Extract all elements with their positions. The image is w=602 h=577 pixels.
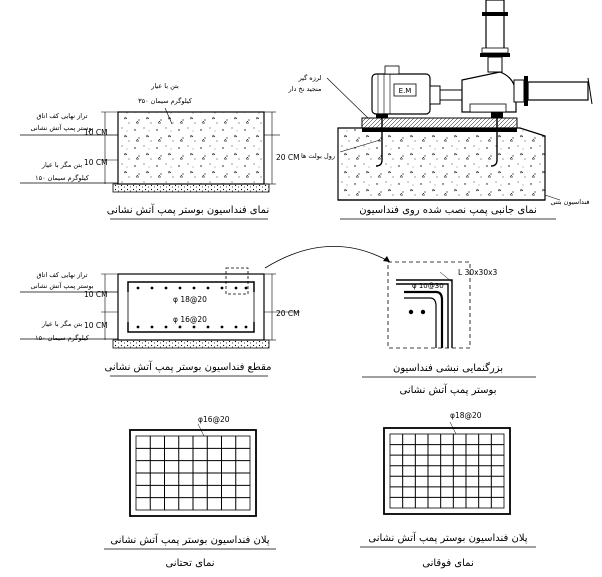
plan-top-view: φ18@20 پلان فنداسیون بوستر پمپ آتش نشانی… bbox=[360, 411, 536, 569]
caption-foundation-elevation: نمای فنداسیون بوستر پمپ آتش نشانی bbox=[107, 203, 270, 216]
motor-label: E.M bbox=[399, 87, 412, 95]
lean-concrete-note-line1: بتن مگر با عیار bbox=[41, 161, 83, 169]
angle-detail-view: L 30x30x3 φ 10@30 بزرگنمایی نبشی فنداسیو… bbox=[362, 261, 536, 396]
coupling bbox=[439, 89, 463, 101]
concrete-foundation bbox=[337, 127, 546, 201]
caption-foundation-section: مقطع فنداسیون بوستر پمپ آتش نشانی bbox=[105, 360, 272, 373]
dimension-bottom: 10 CM bbox=[84, 158, 108, 167]
subcaption-plan-top: نمای فوقانی bbox=[422, 558, 474, 569]
rebar-mesh-bottom bbox=[136, 436, 250, 510]
discharge-pipe bbox=[485, 0, 505, 51]
subcaption-plan-bottom: نمای تحتانی bbox=[165, 558, 214, 569]
base-plate bbox=[361, 117, 518, 129]
vibration-pad bbox=[362, 128, 517, 132]
caption-angle-detail: بزرگنمایی نبشی فنداسیون bbox=[393, 362, 503, 374]
subcaption-angle-detail: بوستر پمپ آتش نشانی bbox=[400, 383, 497, 396]
floor-level-note-line2: بوستر پمپ آتش نشانی bbox=[30, 123, 93, 132]
concrete-foundation-note: فنداسیون بتنی bbox=[550, 198, 589, 206]
concrete-block bbox=[117, 111, 265, 185]
pump-side-view: E.M لرزه گیر منجید نخ دار رول بولت ها فن… bbox=[288, 0, 593, 220]
section-lean-concrete bbox=[112, 339, 270, 349]
dimension-total: 20 CM bbox=[276, 153, 300, 162]
plan-bottom-view: φ16@20 پلان فنداسیون بوستر پمپ آتش نشانی… bbox=[104, 415, 276, 569]
concrete-note-line1: بتن با عیار bbox=[150, 82, 179, 90]
anchor-bolts-note: رول بولت ها bbox=[301, 152, 335, 160]
section-floor-note-line1: تراز نهایی کف اتاق bbox=[36, 271, 87, 279]
vibration-isolator-note-line2: منجید نخ دار bbox=[288, 85, 322, 93]
section-block bbox=[117, 273, 265, 341]
section-dimension-top: 10 CM bbox=[84, 290, 108, 299]
rebar-bottom-label: φ 16@20 bbox=[173, 315, 207, 324]
section-floor-note-line2: بوستر پمپ آتش نشانی bbox=[30, 281, 93, 290]
motor-nameplate bbox=[393, 83, 417, 97]
caption-plan-top: پلان فنداسیون بوستر پمپ آتش نشانی bbox=[368, 531, 527, 544]
plan-outline-bottom bbox=[129, 429, 257, 517]
foundation-elevation-view: بتن با عیار ۳۵۰ کیلوگرم سیمان تراز نهایی… bbox=[20, 82, 300, 220]
vibration-isolator-note-line1: لرزه گیر bbox=[298, 74, 322, 82]
steel-angle bbox=[396, 283, 449, 348]
rebar-section-dot-1 bbox=[408, 309, 414, 315]
bent-rebar bbox=[404, 290, 444, 348]
angle-label: L 30x30x3 bbox=[458, 268, 498, 277]
rebar-dots bbox=[136, 286, 248, 329]
plan-top-rebar-label: φ18@20 bbox=[450, 411, 482, 420]
caption-pump-side-view: نمای جانبی پمپ نصب شده روی فنداسیون bbox=[359, 205, 537, 216]
floor-level-note-line1: تراز نهایی کف اتاق bbox=[36, 112, 87, 120]
lean-concrete-layer bbox=[112, 183, 270, 193]
lean-concrete-note-line2: ۱۵۰ کیلوگرم سیمان bbox=[35, 174, 90, 182]
rebar-top-label: φ 18@20 bbox=[173, 295, 207, 304]
section-dimension-bottom: 10 CM bbox=[84, 321, 108, 330]
rebar-section-dot-2 bbox=[420, 309, 426, 315]
section-lean-note-line2: ۱۵۰ کیلوگرم سیمان bbox=[35, 334, 90, 342]
rebar-mesh-top bbox=[390, 434, 504, 508]
concrete-note-line2: ۳۵۰ کیلوگرم سیمان bbox=[138, 97, 193, 105]
detail-callout-box bbox=[225, 267, 249, 295]
section-dimension-total: 20 CM bbox=[276, 309, 300, 318]
caption-plan-bottom: پلان فنداسیون بوستر پمپ آتش نشانی bbox=[110, 533, 269, 546]
dimension-top: 10 CM bbox=[84, 128, 108, 137]
suction-pipe bbox=[527, 81, 589, 101]
detail-rebar-label: φ 10@30 bbox=[412, 282, 444, 290]
foundation-section-view: تراز نهایی کف اتاق بوستر پمپ آتش نشانی ب… bbox=[20, 267, 300, 377]
detail-arrow bbox=[264, 246, 391, 269]
plan-outline-top bbox=[383, 427, 511, 515]
section-lean-note-line1: بتن مگر با عیار bbox=[41, 320, 83, 328]
plan-bottom-rebar-label: φ16@20 bbox=[198, 415, 230, 424]
